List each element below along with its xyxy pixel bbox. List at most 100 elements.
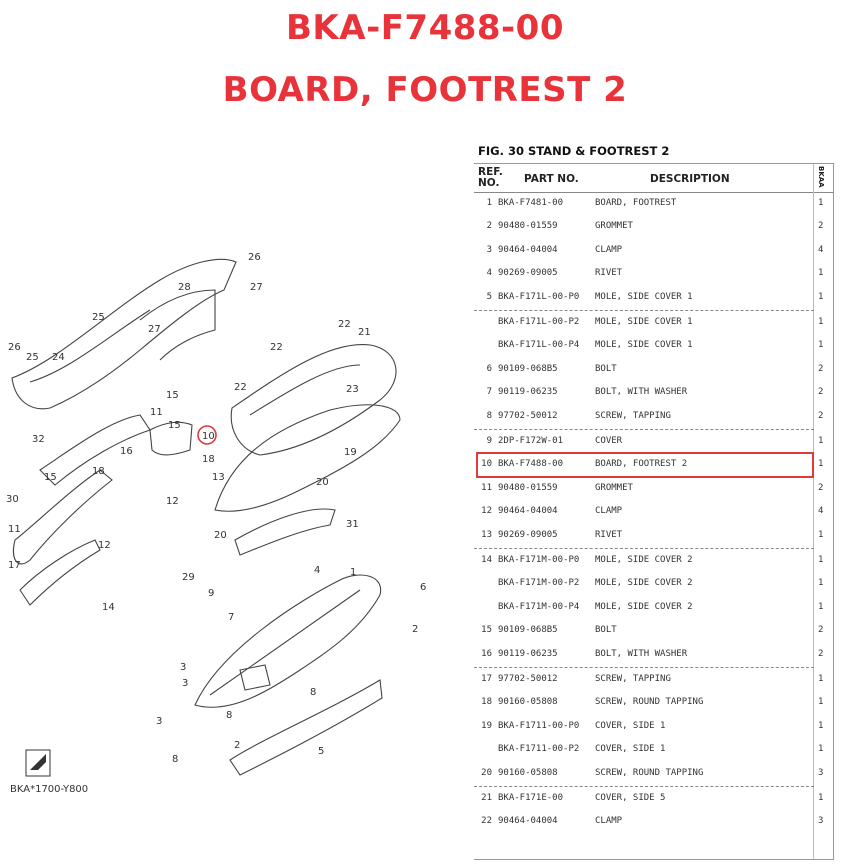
qty-cell: 1: [818, 744, 824, 755]
qty-column-divider: [813, 164, 814, 859]
qty-cell: 2: [818, 363, 824, 374]
ref-cell: 6: [486, 363, 492, 374]
description-cell: BOLT, WITH WASHER: [595, 387, 688, 398]
ref-cell: 14: [481, 555, 492, 565]
svg-text:20: 20: [214, 530, 227, 541]
ref-cell: 21: [481, 793, 492, 803]
qty-cell: 1: [818, 674, 824, 684]
svg-text:22: 22: [270, 342, 283, 353]
svg-text:3: 3: [182, 678, 188, 689]
header-ref: REF.NO.: [478, 166, 503, 189]
part-no-cell: BKA-F1711-00-P0: [498, 720, 580, 731]
svg-text:3: 3: [180, 662, 186, 673]
part-no-cell: 90269-09005: [498, 529, 558, 540]
svg-text:19: 19: [344, 447, 357, 458]
part-no-cell: 90109-068B5: [498, 363, 558, 374]
lower-skirt-5: [229, 679, 383, 776]
qty-cell: 4: [818, 244, 824, 255]
svg-text:13: 13: [212, 472, 225, 483]
qty-cell: 2: [818, 221, 824, 232]
part-no-cell: 90480-01559: [498, 482, 558, 493]
svg-text:9: 9: [208, 588, 214, 599]
part-no-cell: 97702-50012: [498, 410, 558, 421]
part-no-cell: 90109-068B5: [498, 625, 558, 636]
svg-text:27: 27: [250, 282, 263, 293]
svg-text:5: 5: [318, 746, 324, 757]
fwd-arrow-icon: [25, 749, 51, 777]
svg-text:28: 28: [178, 282, 191, 293]
svg-text:31: 31: [346, 519, 359, 530]
svg-text:8: 8: [226, 710, 232, 721]
svg-text:11: 11: [8, 524, 21, 535]
part-no-cell: 2DP-F172W-01: [498, 436, 564, 446]
group-separator: [474, 309, 814, 311]
svg-text:3: 3: [156, 716, 162, 727]
svg-text:18: 18: [202, 454, 215, 465]
qty-cell: 2: [818, 625, 824, 636]
svg-text:18: 18: [92, 466, 105, 477]
description-cell: BOLT: [595, 363, 617, 374]
ref-cell: 2: [486, 221, 492, 232]
svg-text:16: 16: [120, 446, 133, 457]
svg-text:27: 27: [148, 324, 161, 335]
part-no-cell: BKA-F7481-00: [498, 198, 564, 208]
side-panel-upper-left: [11, 258, 237, 410]
part-no-cell: 90269-09005: [498, 268, 558, 279]
svg-text:11: 11: [150, 407, 163, 418]
description-cell: RIVET: [595, 268, 623, 279]
description-cell: GROMMET: [595, 221, 633, 232]
part-no-cell: BKA-F171M-00-P2: [498, 578, 580, 589]
svg-text:4: 4: [314, 565, 320, 576]
ref-cell: 18: [481, 697, 492, 708]
svg-text:29: 29: [182, 572, 195, 583]
svg-text:1: 1: [350, 567, 356, 578]
qty-cell: 1: [818, 459, 824, 470]
svg-text:15: 15: [168, 420, 181, 431]
qty-cell: 3: [818, 816, 824, 827]
description-cell: MOLE, SIDE COVER 2: [595, 555, 693, 565]
part-no-cell: 90480-01559: [498, 221, 558, 232]
svg-text:26: 26: [8, 342, 21, 353]
group-separator: [474, 428, 814, 430]
part-no-cell: BKA-F171L-00-P4: [498, 340, 580, 351]
description-cell: CLAMP: [595, 506, 623, 517]
description-cell: MOLE, SIDE COVER 1: [595, 291, 693, 302]
table-row: 2 90480-01559 GROMMET 2: [474, 215, 833, 238]
ref-10-highlight-circle: [197, 425, 217, 445]
footrest-board-1: [194, 574, 382, 708]
ref-cell: 20: [481, 767, 492, 778]
part-no-cell: BKA-F7488-00: [498, 459, 564, 470]
description-cell: GROMMET: [595, 482, 633, 493]
part-no-cell: BKA-F171M-00-P0: [498, 555, 580, 565]
description-cell: MOLE, SIDE COVER 2: [595, 578, 693, 589]
header-qty-model: BKAA: [817, 166, 825, 188]
qty-cell: 1: [818, 436, 824, 446]
svg-text:2: 2: [412, 624, 418, 635]
ref-cell: 16: [481, 648, 492, 659]
description-cell: BOARD, FOOTREST: [595, 198, 677, 208]
diagram-code: BKA*1700-Y800: [10, 784, 89, 795]
ref-cell: 11: [481, 482, 492, 493]
svg-text:20: 20: [316, 477, 329, 488]
description-cell: SCREW, TAPPING: [595, 410, 671, 421]
ref-cell: 5: [486, 291, 492, 302]
svg-text:30: 30: [6, 494, 19, 505]
svg-text:26: 26: [248, 252, 261, 263]
group-separator: [474, 547, 814, 549]
qty-cell: 1: [818, 268, 824, 279]
cover-side-19: [214, 404, 401, 512]
svg-text:32: 32: [32, 434, 45, 445]
svg-text:23: 23: [346, 384, 359, 395]
svg-text:22: 22: [234, 382, 247, 393]
qty-cell: 1: [818, 601, 824, 612]
ref-cell: 13: [481, 529, 492, 540]
